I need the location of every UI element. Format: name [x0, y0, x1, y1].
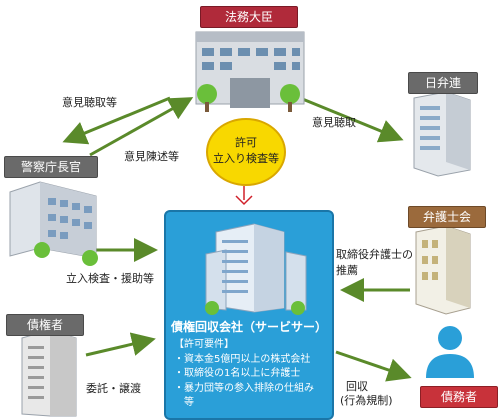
edge-collect-2: (行為規制) — [340, 394, 393, 407]
requirement-item: ・資本金5億円以上の株式会社 — [174, 353, 311, 365]
servicer-panel: 債権回収会社（サービサー） 【許可要件】 ・資本金5億円以上の株式会社 ・取締役… — [164, 210, 334, 420]
debtor-label: 債務者 — [420, 386, 498, 408]
arrow-minister-to-police — [62, 96, 171, 145]
servicer-title: 債権回収会社（サービサー） — [170, 320, 327, 334]
servicer-building-icon — [205, 223, 307, 315]
edge-collect-1: 回収 — [346, 380, 368, 393]
creditor-label: 債権者 — [6, 314, 84, 336]
jfba-building-icon — [413, 91, 471, 177]
permit-line1: 許可 — [235, 136, 257, 149]
arrow-permit-to-center — [235, 186, 253, 206]
requirement-item: ・暴力団等の参入排除の仕組み — [174, 382, 314, 394]
edge-police-opinion: 意見陳述等 — [124, 150, 179, 163]
permit-line2: 立入り検査等 — [213, 152, 279, 165]
minister-label: 法務大臣 — [200, 6, 298, 28]
edge-bar-recommend-1: 取締役弁護士の — [336, 248, 413, 261]
arrow-police-to-minister — [89, 97, 194, 157]
arrow-minister-to-jfba — [299, 96, 404, 143]
bar-association-building-icon — [415, 225, 471, 315]
minister-building-icon — [195, 31, 305, 112]
arrow-creditor-to-center — [85, 332, 156, 357]
edge-bar-recommend-2: 推薦 — [336, 264, 358, 277]
requirement-item: 【許可要件】 — [174, 339, 234, 350]
requirements-list: 【許可要件】 ・資本金5億円以上の株式会社 ・取締役の1名以上に弁護士 ・暴力団… — [174, 338, 330, 411]
edge-hearing-to-police: 意見聴取等 — [62, 96, 117, 109]
requirement-item: ・取締役の1名以上に弁護士 — [174, 368, 301, 379]
jfba-label: 日弁連 — [408, 72, 478, 94]
bar-association-label: 弁護士会 — [408, 206, 486, 228]
edge-police-inspection: 立入検査・援助等 — [66, 272, 154, 285]
creditor-building-icon — [21, 329, 77, 417]
police-building-icon — [9, 181, 98, 266]
edge-hearing-to-jfba: 意見聴取 — [312, 116, 356, 129]
debtor-person-icon — [426, 326, 474, 378]
requirement-item: 等 — [174, 397, 194, 408]
police-label: 警察庁長官 — [4, 156, 98, 178]
arrow-center-to-debtor — [335, 350, 412, 382]
permit-inspection-badge: 許可 立入り検査等 — [206, 118, 286, 186]
edge-creditor-consign: 委託・譲渡 — [86, 382, 141, 395]
